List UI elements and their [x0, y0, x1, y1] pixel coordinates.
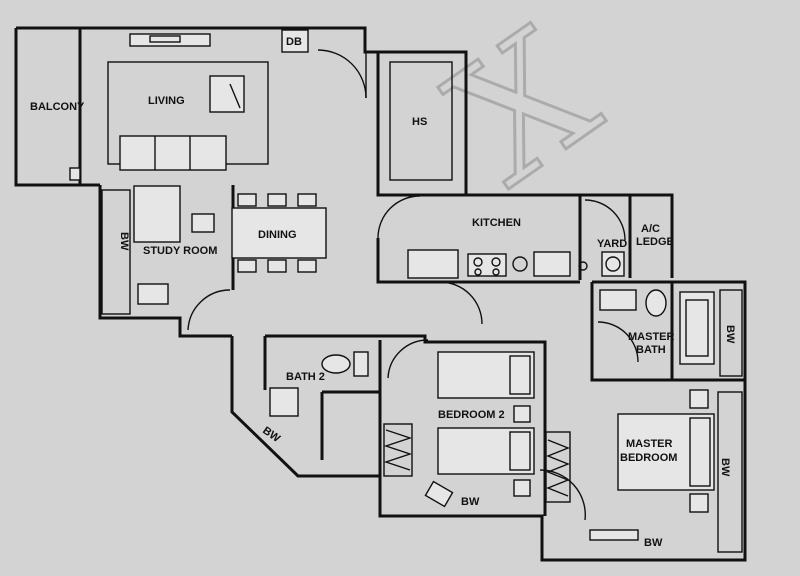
label-balcony: BALCONY [30, 101, 85, 113]
label-bedroom-2: BEDROOM 2 [438, 409, 505, 421]
label-bath-2: BATH 2 [286, 371, 325, 383]
label-hs: HS [412, 116, 427, 128]
label-bw-master-bed-side: BW [719, 458, 731, 477]
room-labels: BALCONY LIVING DB HS KITCHEN YARD A/C LE… [30, 36, 736, 549]
label-bw-master-bath: BW [724, 325, 736, 344]
label-living: LIVING [148, 95, 185, 107]
label-dining: DINING [258, 229, 297, 241]
label-bw-bedroom2: BW [461, 496, 480, 508]
label-master-bath-2: BATH [636, 344, 666, 356]
furniture [69, 29, 743, 553]
walls [14, 26, 747, 562]
watermark: X [418, 0, 631, 223]
door-swings [187, 49, 639, 521]
label-ac-ledge-1: A/C [641, 223, 660, 235]
label-ac-ledge-2: LEDGE [636, 236, 674, 248]
label-bw-master-bed-bottom: BW [644, 537, 663, 549]
label-master-bedroom-1: MASTER [626, 438, 673, 450]
label-kitchen: KITCHEN [472, 217, 521, 229]
label-study-room: STUDY ROOM [143, 245, 217, 257]
label-master-bath-1: MASTER [628, 331, 675, 343]
label-master-bedroom-2: BEDROOM [620, 452, 677, 464]
label-yard: YARD [597, 238, 627, 250]
label-db: DB [286, 36, 302, 48]
label-bw-study: BW [118, 232, 130, 251]
